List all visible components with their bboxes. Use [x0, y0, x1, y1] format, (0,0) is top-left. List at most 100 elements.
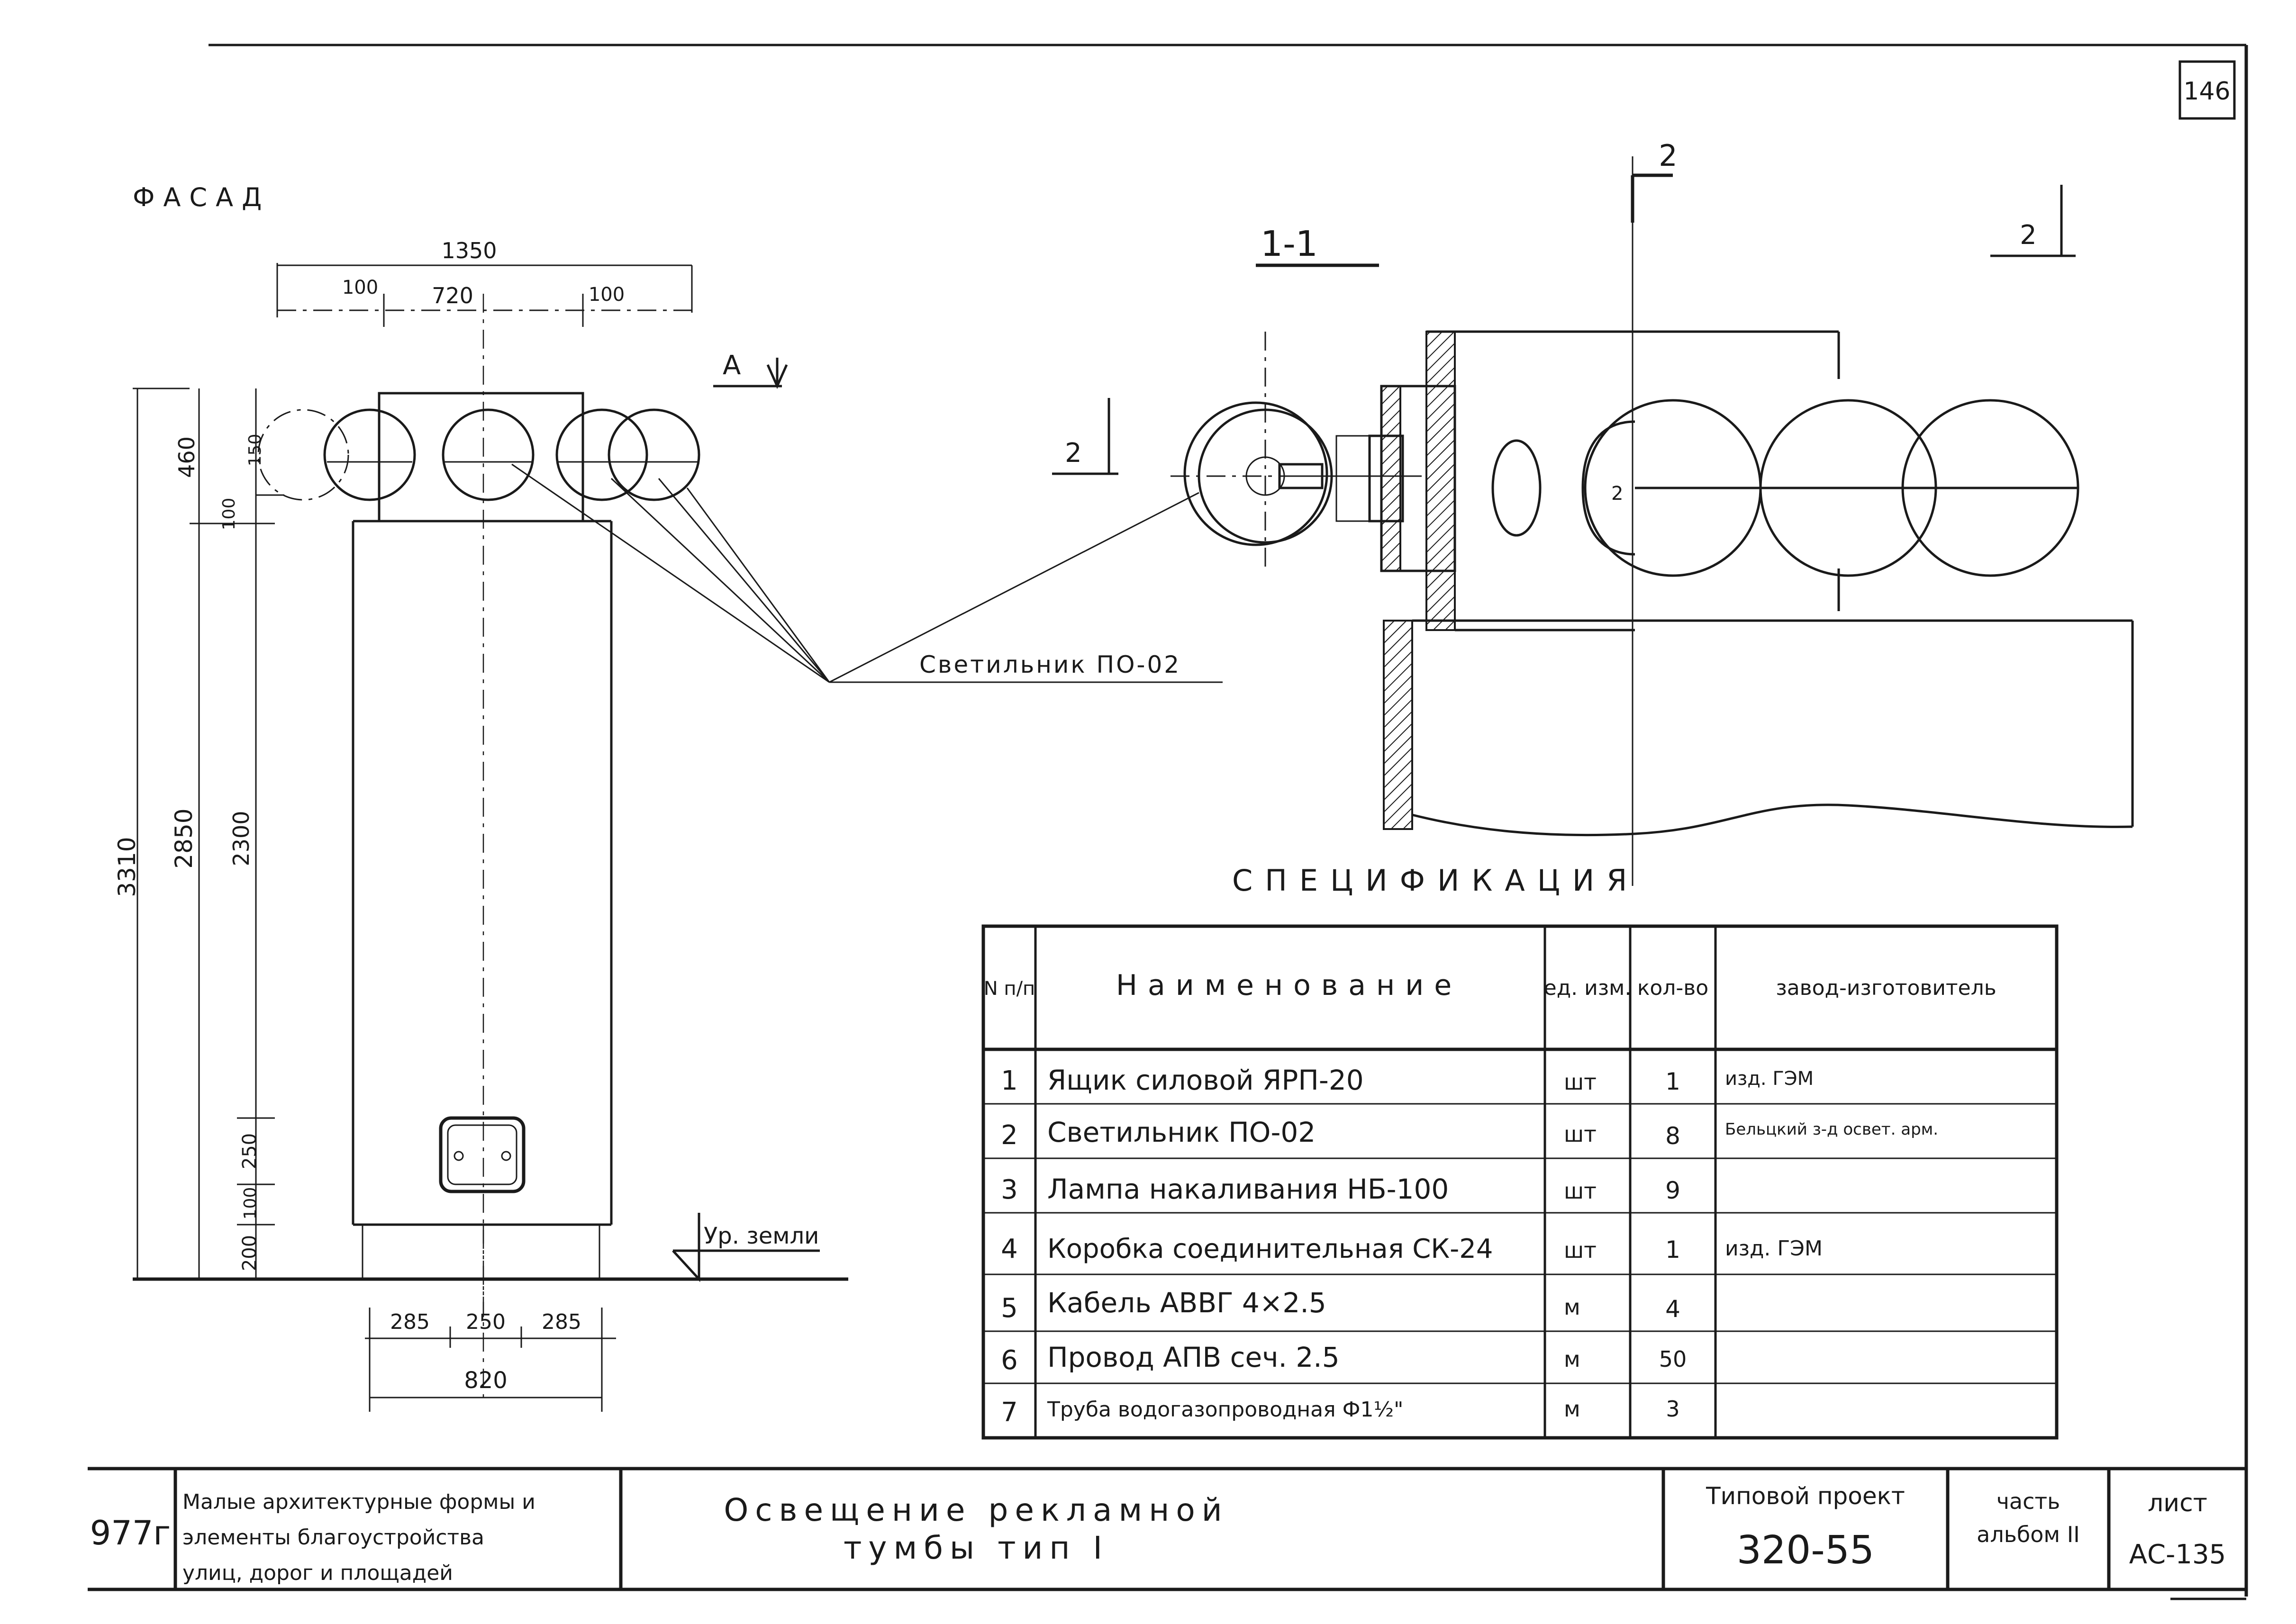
- ground-level-label: Ур. земли: [704, 1223, 819, 1249]
- spec-row: 3 Лампа накаливания НБ-100 шт 9: [1001, 1173, 1680, 1205]
- part-label: часть: [1997, 1489, 2060, 1514]
- cell-name: Кабель АВВГ 4×2.5: [1047, 1287, 1326, 1319]
- dim-2850: 2850: [170, 808, 198, 868]
- drawing-title-line-2: тумбы тип I: [844, 1530, 1109, 1566]
- cell-qty: 1: [1665, 1236, 1680, 1263]
- cell-unit: м: [1564, 1346, 1580, 1372]
- cell-num: 2: [1001, 1120, 1018, 1151]
- header-name: Наименование: [1116, 969, 1462, 1002]
- cell-name: Ящик силовой ЯРП-20: [1047, 1064, 1364, 1096]
- cell-name: Коробка соединительная СК-24: [1047, 1234, 1493, 1264]
- section-2-left-label: 2: [1065, 438, 1082, 469]
- cell-name: Светильник ПО-02: [1047, 1116, 1316, 1148]
- cell-unit: м: [1564, 1294, 1580, 1320]
- series-line-1: Малые архитектурные формы и: [182, 1490, 535, 1514]
- cell-maker: изд. ГЭМ: [1725, 1068, 1814, 1090]
- dim-250: 250: [239, 1133, 261, 1169]
- section-2-top-label: 2: [1659, 138, 1677, 173]
- dim-285-right: 285: [542, 1310, 581, 1334]
- cell-unit: шт: [1564, 1178, 1597, 1204]
- dim-1350: 1350: [441, 238, 497, 263]
- cell-qty: 1: [1665, 1068, 1680, 1095]
- series-line-3: улиц, дорог и площадей: [182, 1561, 453, 1585]
- title-block: 977г Малые архитектурные формы и элемент…: [90, 1469, 2226, 1589]
- drawing-title-line-1: Освещение рекламной: [724, 1492, 1228, 1528]
- cell-maker: изд. ГЭМ: [1725, 1236, 1823, 1261]
- header-unit: ед. изм.: [1544, 976, 1632, 1000]
- cell-qty: 9: [1665, 1177, 1680, 1204]
- album-label: альбом II: [1977, 1522, 2080, 1547]
- spec-row: 2 Светильник ПО-02 шт 8 Бельцкий з-д осв…: [1001, 1116, 1938, 1151]
- spec-grid: [981, 924, 2059, 1440]
- series-line-2: элементы благоустройства: [182, 1525, 484, 1550]
- cell-unit: шт: [1564, 1237, 1597, 1263]
- top-dimensions: 1350 100 720 100: [276, 238, 693, 327]
- dim-3310: 3310: [113, 837, 141, 897]
- project-number: 320-55: [1737, 1528, 1874, 1573]
- corner-number-box: 146: [2178, 60, 2236, 120]
- cell-unit: шт: [1564, 1069, 1597, 1095]
- cell-name: Провод АПВ сеч. 2.5: [1047, 1341, 1340, 1373]
- spec-row: 5 Кабель АВВГ 4×2.5 м 4: [1001, 1287, 1680, 1324]
- cell-num: 6: [1001, 1345, 1018, 1376]
- bottom-dimensions: 285 250 285 820: [365, 1308, 616, 1412]
- project-label: Типовой проект: [1706, 1482, 1905, 1510]
- dim-250-bottom: 250: [466, 1310, 506, 1334]
- luminaire-callout: Светильник ПО-02: [919, 651, 1181, 678]
- header-qty: кол-во: [1637, 976, 1708, 1000]
- cell-unit: шт: [1564, 1121, 1597, 1147]
- spec-row: 7 Труба водогазопроводная Ф1½" м 3: [1001, 1396, 1679, 1428]
- cell-qty: 8: [1665, 1122, 1680, 1150]
- cell-qty: 3: [1666, 1396, 1679, 1422]
- cell-num: 4: [1001, 1234, 1018, 1264]
- dim-top-100-right: 100: [589, 284, 625, 306]
- dim-100-upper: 100: [219, 498, 239, 531]
- cell-name: Труба водогазопроводная Ф1½": [1047, 1398, 1403, 1422]
- cell-maker: Бельцкий з-д освет. арм.: [1725, 1120, 1938, 1139]
- luminaire-leaders: Светильник ПО-02: [511, 463, 1223, 683]
- facade-title: ФАСАД: [133, 182, 270, 212]
- sheet-frame: [88, 44, 2248, 1600]
- spec-row: 6 Провод АПВ сеч. 2.5 м 50: [1001, 1341, 1687, 1376]
- series-code: 977г: [90, 1514, 171, 1552]
- sheet-number: АС-135: [2129, 1539, 2226, 1570]
- dim-720: 720: [432, 283, 473, 308]
- section-1-1: 1-1 2 2 2: [1052, 138, 2134, 886]
- view-a-arrow: А: [713, 350, 788, 389]
- dim-2300: 2300: [228, 811, 254, 866]
- cell-num: 3: [1001, 1174, 1018, 1205]
- cell-qty: 4: [1665, 1295, 1680, 1323]
- section-2-inner-label: 2: [1611, 483, 1623, 505]
- ground-level-marker: Ур. земли: [672, 1213, 820, 1282]
- specification: СПЕЦИФИКАЦИЯ N п/п Наименование ед. изм.…: [981, 863, 2059, 1440]
- sheet-label: лист: [2148, 1489, 2207, 1517]
- cell-num: 5: [1001, 1293, 1018, 1324]
- dim-460: 460: [174, 436, 200, 478]
- dim-820: 820: [464, 1367, 508, 1394]
- spec-header: N п/п Наименование ед. изм. кол-во завод…: [984, 969, 1997, 1002]
- header-num: N п/п: [984, 978, 1035, 1000]
- cell-num: 7: [1001, 1397, 1018, 1428]
- spec-title: СПЕЦИФИКАЦИЯ: [1232, 863, 1639, 898]
- cell-name: Лампа накаливания НБ-100: [1047, 1173, 1449, 1205]
- section-2-right-label: 2: [2020, 220, 2037, 251]
- facade-view: ФАСАД: [113, 182, 1223, 1412]
- corner-number: 146: [2183, 77, 2230, 106]
- dim-285-left: 285: [390, 1310, 430, 1334]
- dim-150: 150: [245, 434, 265, 467]
- dim-100-lower: 100: [241, 1187, 260, 1220]
- dim-200: 200: [239, 1235, 261, 1271]
- cell-num: 1: [1001, 1065, 1018, 1096]
- service-door: [439, 1116, 526, 1193]
- spec-row: 1 Ящик силовой ЯРП-20 шт 1 изд. ГЭМ: [1001, 1064, 1814, 1096]
- left-dimensions: 460 100 150 3310 2850 2300 250 100 200: [113, 388, 284, 1279]
- cell-qty: 50: [1659, 1346, 1687, 1372]
- spec-row: 4 Коробка соединительная СК-24 шт 1 изд.…: [1001, 1234, 1823, 1264]
- cell-unit: м: [1564, 1396, 1580, 1422]
- luminaire-globes: [257, 408, 700, 501]
- section-title: 1-1: [1261, 224, 1318, 264]
- dim-top-100-left: 100: [342, 277, 378, 298]
- view-a-label: А: [723, 350, 741, 381]
- header-maker: завод-изготовитель: [1776, 976, 1996, 1000]
